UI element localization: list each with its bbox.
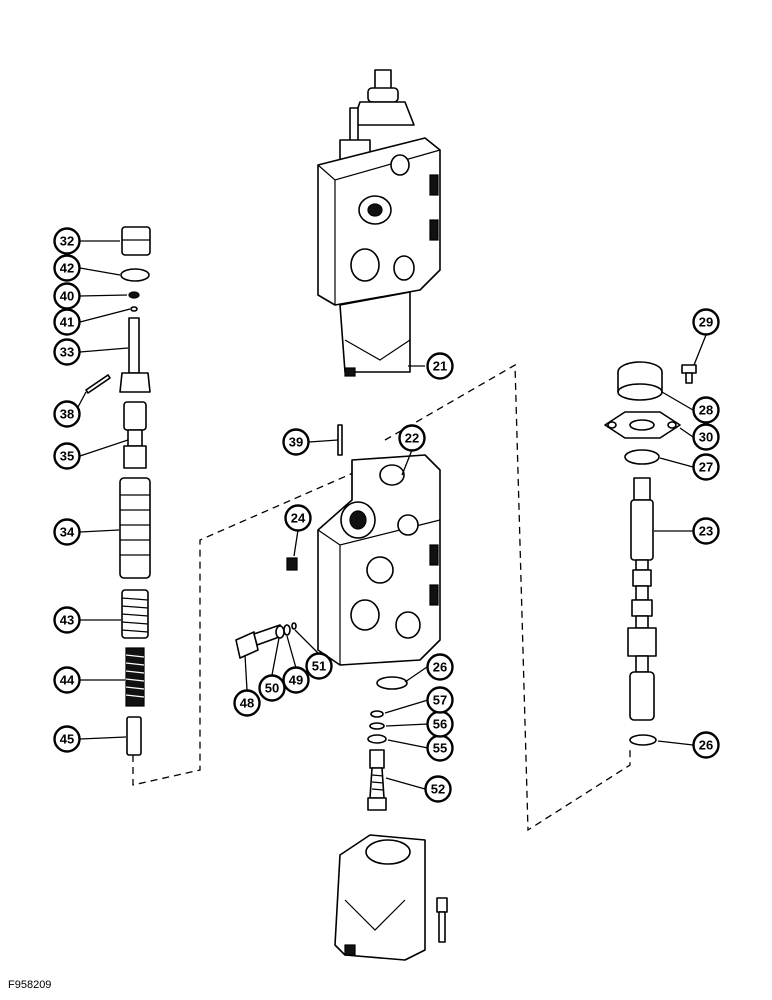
callout-41: 41 (53, 308, 81, 336)
callout-26-lower: 26 (692, 731, 720, 759)
callout-51: 51 (305, 652, 333, 680)
callout-label: 26 (699, 738, 713, 753)
callout-30: 30 (692, 423, 720, 451)
callout-label: 45 (60, 732, 74, 747)
callout-label: 27 (699, 460, 713, 475)
callout-27: 27 (692, 453, 720, 481)
callout-23: 23 (692, 517, 720, 545)
callout-26-upper: 26 (426, 653, 454, 681)
callout-32: 32 (53, 227, 81, 255)
callout-label: 50 (265, 681, 279, 696)
callout-label: 39 (289, 435, 303, 450)
callout-57: 57 (426, 686, 454, 714)
callout-label: 40 (60, 289, 74, 304)
callout-39: 39 (282, 428, 310, 456)
callout-48: 48 (233, 689, 261, 717)
callout-21: 21 (426, 352, 454, 380)
callout-label: 41 (60, 315, 74, 330)
callout-52: 52 (424, 775, 452, 803)
callout-50: 50 (258, 674, 286, 702)
callout-24: 24 (284, 504, 312, 532)
callout-label: 26 (433, 660, 447, 675)
callout-56: 56 (426, 710, 454, 738)
callout-label: 38 (60, 407, 74, 422)
callout-label: 57 (433, 693, 447, 708)
right-part-stack (604, 361, 697, 746)
callout-label: 30 (699, 430, 713, 445)
callout-label: 23 (699, 524, 713, 539)
valve-body-top (317, 69, 441, 377)
figure-id: F958209 (8, 979, 51, 991)
callout-label: 33 (60, 345, 74, 360)
callout-label: 29 (699, 315, 713, 330)
callout-35: 35 (53, 442, 81, 470)
callout-49: 49 (282, 666, 310, 694)
callout-label: 48 (240, 696, 254, 711)
callout-label: 55 (433, 741, 447, 756)
callout-label: 34 (60, 525, 75, 540)
callout-label: 52 (431, 782, 445, 797)
callout-42: 42 (53, 254, 81, 282)
callout-label: 49 (289, 673, 303, 688)
callout-40: 40 (53, 282, 81, 310)
valve-body-middle (317, 454, 441, 666)
assembly-dashed-lines (132, 363, 631, 832)
callout-label: 42 (60, 261, 74, 276)
callout-label: 35 (60, 449, 74, 464)
callout-label: 24 (291, 511, 306, 526)
left-part-stack (85, 226, 151, 756)
callout-label: 28 (699, 403, 713, 418)
callout-29: 29 (692, 308, 720, 336)
callout-38: 38 (53, 400, 81, 428)
callout-22: 22 (398, 424, 426, 452)
callout-label: 51 (312, 659, 326, 674)
callout-label: 22 (405, 431, 419, 446)
callout-34: 34 (53, 518, 81, 546)
callout-label: 44 (60, 673, 75, 688)
leader-lines (77, 240, 707, 790)
callout-33: 33 (53, 338, 81, 366)
callout-28: 28 (692, 396, 720, 424)
callout-label: 32 (60, 234, 74, 249)
callout-label: 56 (433, 717, 447, 732)
callout-55: 55 (426, 734, 454, 762)
callout-43: 43 (53, 606, 81, 634)
callout-label: 21 (433, 359, 447, 374)
callout-label: 43 (60, 613, 74, 628)
callout-44: 44 (53, 666, 81, 694)
callout-45: 45 (53, 725, 81, 753)
valve-end-cap-bottom (334, 834, 448, 961)
